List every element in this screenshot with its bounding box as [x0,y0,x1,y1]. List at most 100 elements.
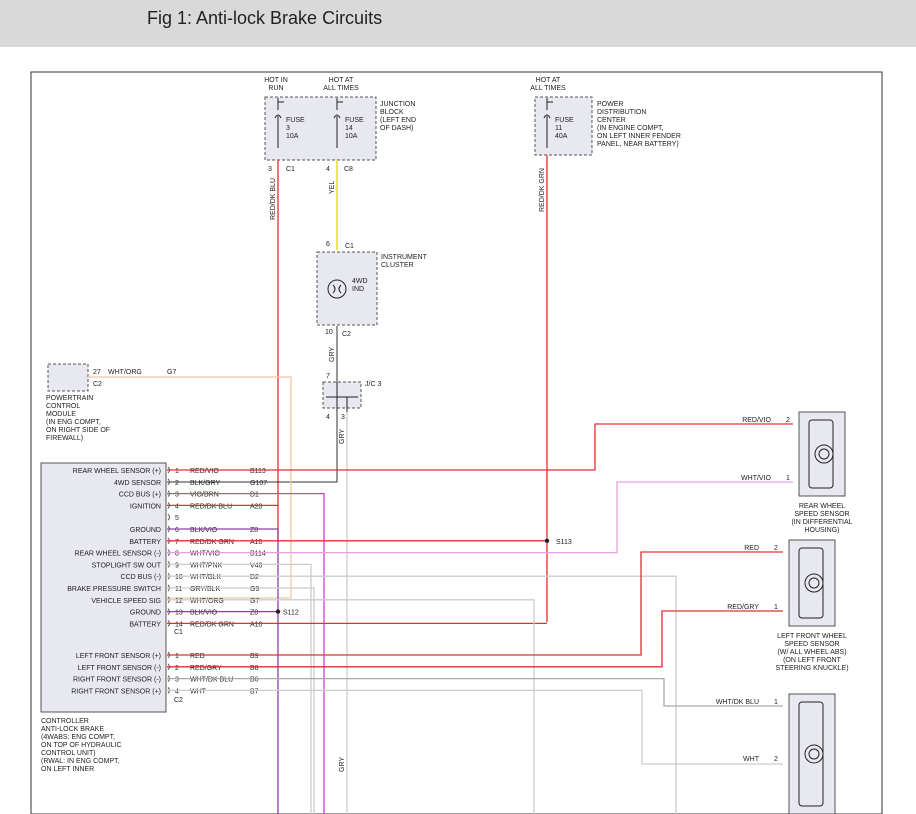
splice-s113 [544,538,550,543]
pin-label: 10 [175,574,183,581]
fuse-14-label: FUSE [345,117,364,124]
wire-wht-pnk [167,563,312,814]
pdc-box [534,96,593,156]
controller-label: CONTROLLER [41,718,89,725]
pin-label: 4 [175,503,179,510]
diagram-frame [30,71,883,814]
wire-label: RED [744,545,759,552]
circuit-label: A10 [250,621,263,628]
wire-label-gry: GRY [329,347,336,362]
right-front-wheel-speed-sensor-box [788,693,836,814]
wire-label: RED/VIO [190,468,219,475]
pin-label: 8 [175,551,179,558]
hot-at-all-times-label: ALL TIMES [323,85,359,92]
wire-label: RED/GRY [727,604,759,611]
wire-wht-vio [167,481,793,554]
controller-label: ANTI-LOCK BRAKE [41,726,104,733]
wire-label: WHT/DK BLU [716,699,759,706]
wire-label: WHT/DK BLU [190,677,233,684]
controller-pin-name: VEHICLE SPEED SIG [91,598,161,605]
wire-label: WHT/VIO [741,475,771,482]
fuse-11-label: FUSE [555,117,574,124]
wire-label: WHT/BLK [190,574,221,581]
pdc-hot-at-all-times-label: HOT AT [536,77,561,84]
controller-pin-name: BATTERY [129,539,161,546]
pin-label: 6 [326,241,330,248]
wire-label: WHT [190,688,207,695]
connector-label: C2 [342,331,351,338]
jc3-box [322,381,362,409]
wire-wht-dk-blu [167,677,783,707]
circuit-label: A20 [250,503,263,510]
pin-label: 10 [325,329,333,336]
wire-red-gry [167,610,783,668]
indicator-lamp-icon [327,279,347,299]
pin-label: 4 [175,688,179,695]
circuit-label: G7 [167,369,176,376]
fuse-14-label: 10A [345,133,358,140]
wire-label-yel: YEL [329,181,336,194]
pin-label: 1 [175,653,179,660]
junction-block-label: BLOCK [380,109,404,116]
controller-pin-name: REAR WHEEL SENSOR (+) [73,468,161,475]
rear-sensor-label: (IN DIFFERENTIAL [791,519,852,526]
pcm-label: FIREWALL) [46,435,83,442]
wire-blk-vio [167,528,279,814]
pcm-label: ON RIGHT SIDE OF [46,427,110,434]
fuse-3-label: 3 [286,125,290,132]
connector-label: C8 [344,166,353,173]
fuse-3 [274,114,282,119]
lf-sensor-label: SPEED SENSOR [784,641,839,648]
circuit-label: G9 [250,586,259,593]
pin-label: 7 [175,539,179,546]
circuit-label: V40 [250,562,263,569]
controller-label: ON LEFT INNER [41,766,94,773]
circuit-label: Z8 [250,610,258,617]
pin-label: 1 [774,604,778,611]
pin-label: 11 [175,586,182,593]
connector-label: C2 [174,697,183,704]
circuit-label: D1 [250,492,259,499]
circuit-label: B8 [250,665,259,672]
wire-label: RED/DK BLU [190,503,232,510]
wire-gry-blk [167,587,315,814]
circuit-label: B7 [250,688,259,695]
left-front-wheel-speed-sensor-icon [808,577,820,589]
right-front-wheel-speed-sensor-icon [804,744,824,764]
pcm-box [47,363,89,392]
pin-label: 1 [175,468,179,475]
controller-pin-name: REAR WHEEL SENSOR (-) [75,551,161,558]
pin-label: 14 [175,621,183,628]
connector-pin-icon [167,478,170,486]
fuse-11 [543,114,551,119]
wire-label: RED/VIO [742,417,771,424]
junction-block-box [264,96,377,161]
pin-label: 3 [268,166,272,173]
circuit-label: G107 [250,480,267,487]
controller-pin-name: CCD BUS (-) [121,574,161,581]
wire-label: WHT [743,756,760,763]
wire-wht-blk [167,575,677,814]
connector-label: C1 [345,243,354,250]
wire-label: RED/DK GRN [190,621,234,628]
pin-label: 9 [175,562,179,569]
pcm-label: MODULE [46,411,76,418]
controller-pin-name: RIGHT FRONT SENSOR (-) [73,677,161,684]
instrument-cluster-box [316,251,378,326]
pin-label: 4 [326,166,330,173]
lf-sensor-label: (ON LEFT FRONT [783,657,842,664]
rear-wheel-speed-sensor-icon [814,444,834,464]
fuse-14-label: 14 [345,125,353,132]
lamp-label: IND [352,286,364,293]
circuit-label: G7 [250,598,259,605]
controller-pin-name: BRAKE PRESSURE SWITCH [67,586,161,593]
controller-pin-name: RIGHT FRONT SENSOR (+) [71,688,161,695]
pcm-label: CONTROL [46,403,80,410]
wire-label: WHT/VIO [190,551,220,558]
pdc-label: CENTER [597,117,626,124]
controller-box [40,462,167,713]
wire-label-red-dk-blu: RED/DK BLU [270,178,277,220]
pdc-hot-at-all-times-label: ALL TIMES [530,85,566,92]
left-front-wheel-speed-sensor-icon [804,573,824,593]
lf-sensor-label: (W/ ALL WHEEL ABS) [777,649,846,656]
